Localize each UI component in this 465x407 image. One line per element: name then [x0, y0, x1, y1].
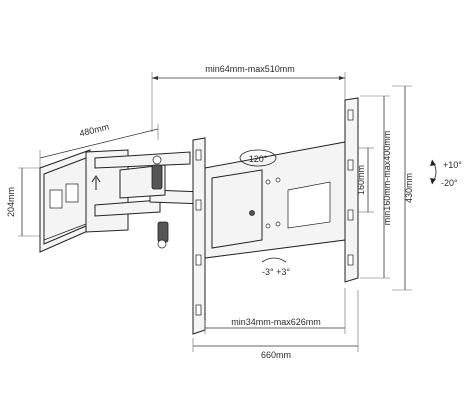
vesa-inner-height-label: 160mm — [356, 165, 366, 195]
tilt-down-label: -20° — [441, 178, 458, 188]
arm-extension-label: min64mm-max510mm — [205, 64, 295, 74]
vesa-inner-height-dimension: 160mm — [356, 147, 374, 213]
vesa-width-range-dimension: min34mm-max626mm — [204, 288, 346, 334]
tilt-up-label: +10° — [443, 160, 462, 170]
vesa-height-range-label: min160mm-max400mm — [382, 131, 392, 226]
rotation-indicator: -3° +3° — [261, 257, 290, 277]
swivel-label: 120° — [249, 154, 268, 164]
vesa-height-range-dimension: min160mm-max400mm — [360, 95, 392, 279]
bracket-width-label: 660mm — [261, 350, 291, 360]
tilt-indicator: +10° -20° — [430, 159, 462, 188]
rotation-label: -3° +3° — [262, 267, 290, 277]
bracket-height-dimension: 430mm — [392, 85, 414, 291]
plate-height-label: 204mm — [6, 187, 16, 217]
swivel-indicator: 120° — [239, 149, 277, 167]
plate-height-dimension: 204mm — [6, 167, 42, 237]
bracket-height-label: 430mm — [404, 173, 414, 203]
plate-width-label: 480mm — [79, 122, 111, 139]
tv-bracket — [192, 97, 359, 335]
arm-extension-dimension: min64mm-max510mm — [151, 64, 346, 132]
vesa-width-range-label: min34mm-max626mm — [231, 317, 321, 327]
bracket-width-dimension: 660mm — [192, 290, 359, 360]
